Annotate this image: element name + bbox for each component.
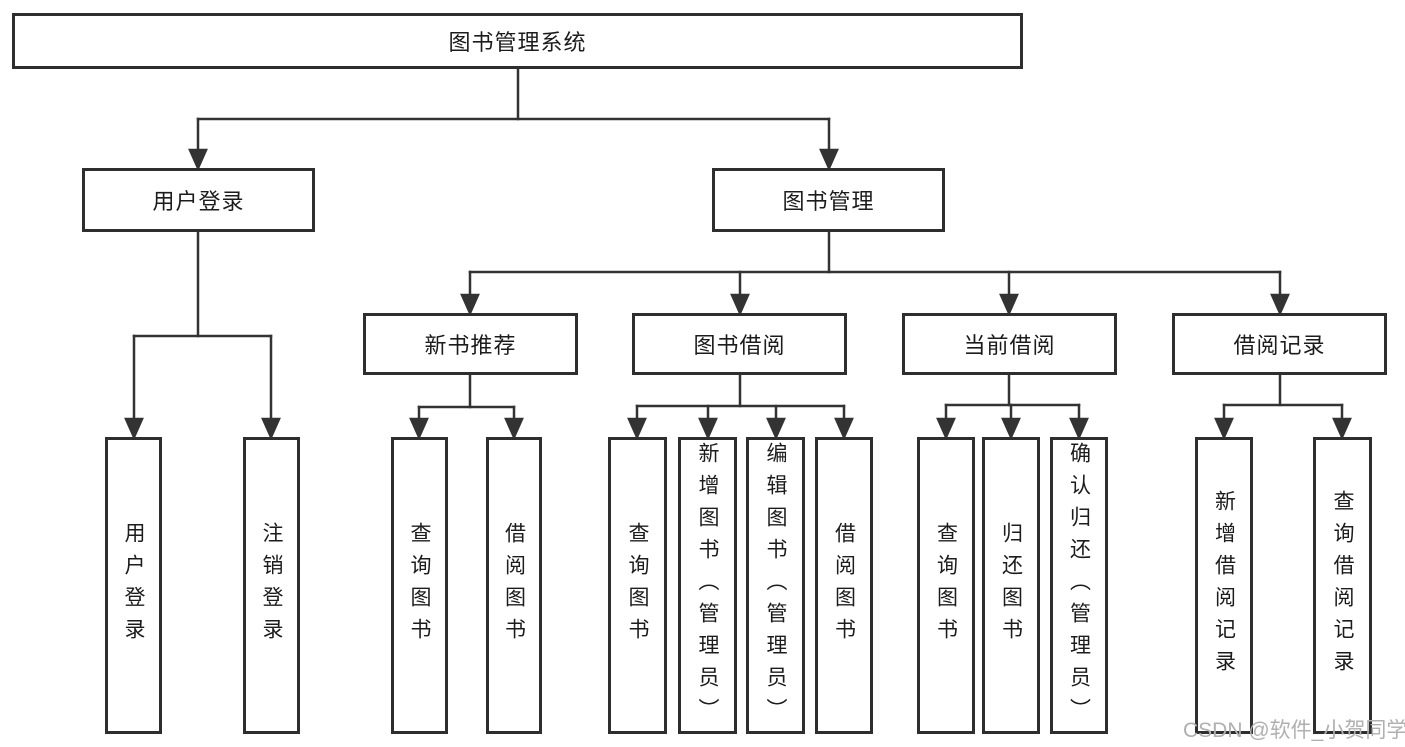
node-current-borrowing: 当前借阅 bbox=[902, 313, 1117, 375]
leaf-query-books: 查询图书 bbox=[391, 437, 448, 734]
leaf-query-borrow-record: 查询借阅记录 bbox=[1313, 437, 1372, 734]
leaf-add-book-admin: 新增图书（管理员） bbox=[678, 437, 737, 734]
leaf-query-books-2: 查询图书 bbox=[608, 437, 667, 734]
node-library-management-system: 图书管理系统 bbox=[12, 13, 1023, 69]
leaf-add-borrow-record: 新增借阅记录 bbox=[1195, 437, 1253, 734]
leaf-edit-book-admin: 编辑图书（管理员） bbox=[746, 437, 805, 734]
node-borrowing-records: 借阅记录 bbox=[1172, 313, 1387, 375]
leaf-borrow-books-2: 借阅图书 bbox=[815, 437, 873, 734]
leaf-query-books-3: 查询图书 bbox=[917, 437, 975, 734]
node-book-borrowing: 图书借阅 bbox=[632, 313, 847, 375]
leaf-logout: 注销登录 bbox=[243, 437, 300, 734]
leaf-user-login: 用户登录 bbox=[105, 437, 162, 734]
node-book-management: 图书管理 bbox=[712, 168, 945, 232]
leaf-return-book: 归还图书 bbox=[982, 437, 1040, 734]
leaf-borrow-books: 借阅图书 bbox=[486, 437, 542, 734]
watermark-text: CSDN @软件_小贺同学 bbox=[1183, 719, 1405, 742]
node-user-login: 用户登录 bbox=[82, 168, 315, 232]
leaf-confirm-return-admin: 确认归还（管理员） bbox=[1050, 437, 1108, 734]
node-new-book-recommendation: 新书推荐 bbox=[363, 313, 578, 375]
